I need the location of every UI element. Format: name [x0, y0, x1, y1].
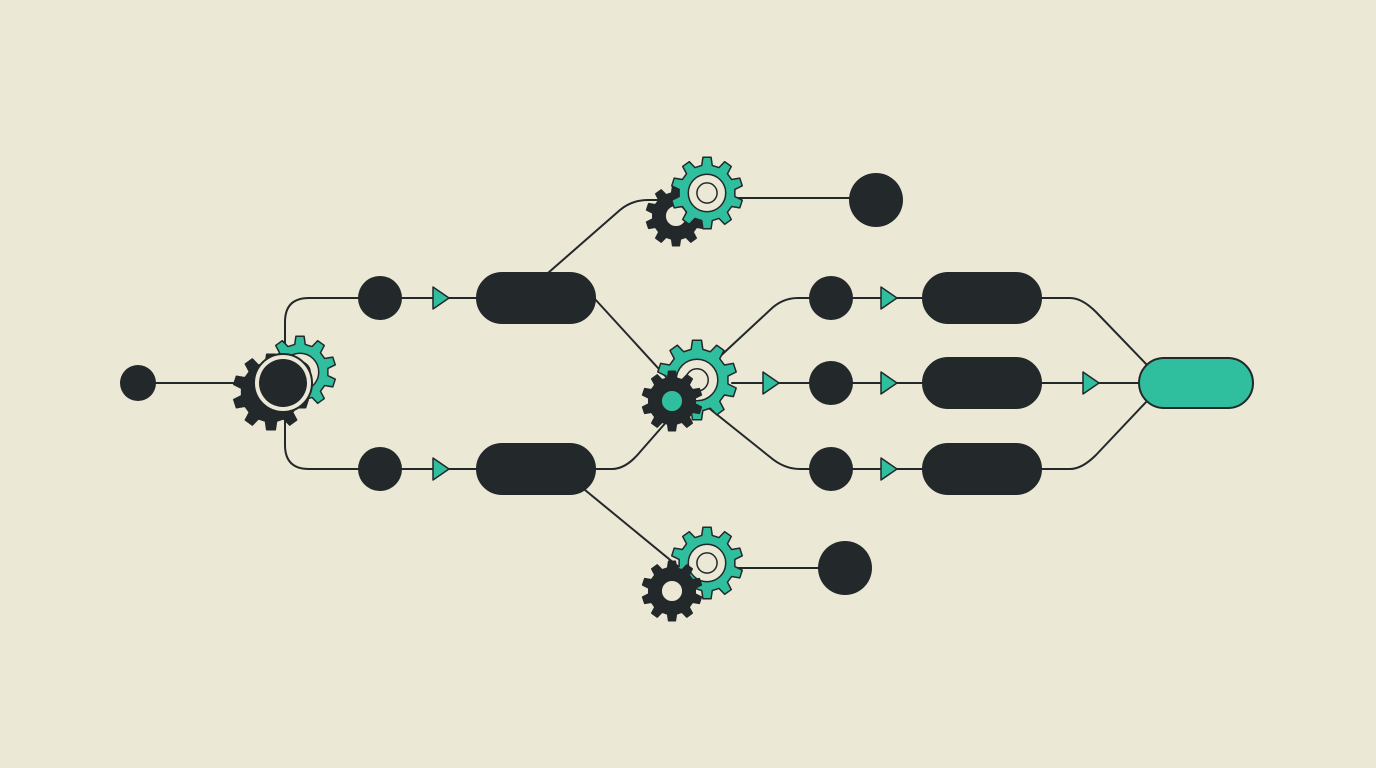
start-dot — [120, 365, 156, 401]
gear-icon-hole — [660, 579, 684, 603]
arrow-right-icon — [432, 457, 450, 481]
lane2-pill — [922, 357, 1042, 409]
gear-icon-hole — [696, 182, 718, 204]
lane3-pill — [922, 443, 1042, 495]
lane1-dot — [809, 276, 853, 320]
connector-line-2 — [284, 297, 361, 363]
arrow-right-icon — [880, 457, 898, 481]
connector-line-9 — [593, 394, 691, 470]
arrow-right-icon — [880, 286, 898, 310]
gear-icon-hole — [660, 389, 684, 413]
connector-line-6 — [547, 199, 689, 274]
top-dot — [358, 276, 402, 320]
nodes — [120, 156, 1254, 622]
lane2-dot — [809, 361, 853, 405]
connector-line-3 — [284, 403, 361, 470]
final-pill — [1138, 357, 1254, 409]
gear-icon — [670, 156, 744, 230]
bottom-pill — [476, 443, 596, 495]
connector-line-10 — [584, 489, 681, 569]
hub-core — [259, 359, 307, 407]
top-pill — [476, 272, 596, 324]
lane1-pill — [922, 272, 1042, 324]
arrow-right-icon — [880, 371, 898, 395]
connector-line-14 — [704, 404, 813, 470]
arrow-right-icon — [1082, 371, 1100, 395]
arrow-right-icon — [762, 371, 780, 395]
gear-icon-hole — [696, 552, 718, 574]
bottom-dot — [358, 447, 402, 491]
arrow-right-icon — [432, 286, 450, 310]
lane3-dot — [809, 447, 853, 491]
arrow-markers — [432, 286, 1100, 481]
lower-end-dot — [818, 541, 872, 595]
connector-line-12 — [699, 297, 813, 376]
gear-icon — [641, 370, 703, 432]
gear-icon — [641, 560, 703, 622]
connector-line-20 — [1039, 399, 1149, 470]
upper-end-dot — [849, 173, 903, 227]
connector-line-18 — [1039, 297, 1149, 367]
